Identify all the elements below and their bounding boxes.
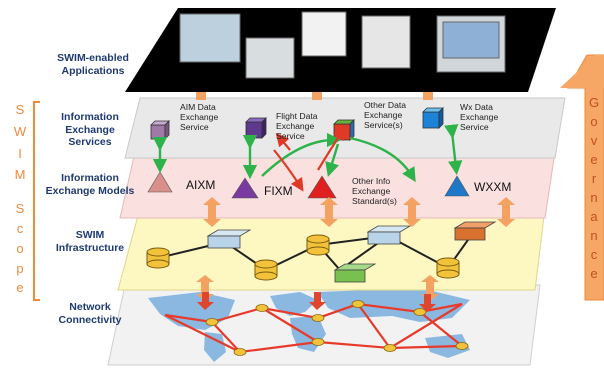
governance-letter: n <box>590 228 598 243</box>
world-map <box>148 288 470 362</box>
scope-letter: I <box>18 146 22 161</box>
infra-cylinders <box>146 234 460 281</box>
governance-letter: G <box>588 95 600 110</box>
governance-letter: a <box>590 209 598 224</box>
service-wx: Wx Data Exchange Service <box>460 102 499 132</box>
service-flight: Flight Data Exchange Service <box>276 111 318 141</box>
red-network-arrows <box>197 292 436 312</box>
app-images <box>179 11 506 79</box>
scope-bracket <box>33 101 40 301</box>
governance-letter: r <box>591 171 597 186</box>
scope-letter: p <box>16 261 24 276</box>
standard-triangles <box>147 171 470 199</box>
network-nodes <box>205 300 469 356</box>
scope-letter: o <box>16 241 24 256</box>
label-infrastructure: SWIM Infrastructure <box>55 229 125 254</box>
infra-boxes <box>206 221 497 283</box>
governance-letter: e <box>590 266 598 281</box>
green-arrows <box>152 124 463 183</box>
scope-letter: M <box>14 167 26 182</box>
governance-letter: e <box>590 152 598 167</box>
governance-letter: c <box>590 247 598 262</box>
red-arrows <box>273 126 346 192</box>
label-models: Information Exchange Models <box>45 172 135 197</box>
governance-letter: n <box>590 190 598 205</box>
standard-fixm: FIXM <box>264 184 293 198</box>
governance-letter: v <box>590 133 598 148</box>
label-apps: SWIM-enabled Applications <box>57 52 129 77</box>
scope-letter: S <box>15 102 25 117</box>
orange-arrows <box>196 92 515 301</box>
scope-letter: S <box>15 201 25 216</box>
governance-letter: o <box>590 114 598 129</box>
scope-letter: e <box>16 280 24 295</box>
scope-letter: c <box>16 221 24 236</box>
scope-letter: W <box>13 124 27 139</box>
standard-wxxm: WXXM <box>474 180 512 194</box>
arrow-models-infra <box>203 197 515 227</box>
label-services: Information Exchange Services <box>61 111 119 148</box>
standard-aixm: AIXM <box>186 178 216 192</box>
service-other: Other Data Exchange Service(s) <box>364 100 407 130</box>
service-aim: AIM Data Exchange Service <box>180 102 219 132</box>
standard-other: Other Info Exchange Standard(s) <box>352 176 397 206</box>
label-network: Network Connectivity <box>58 301 122 326</box>
